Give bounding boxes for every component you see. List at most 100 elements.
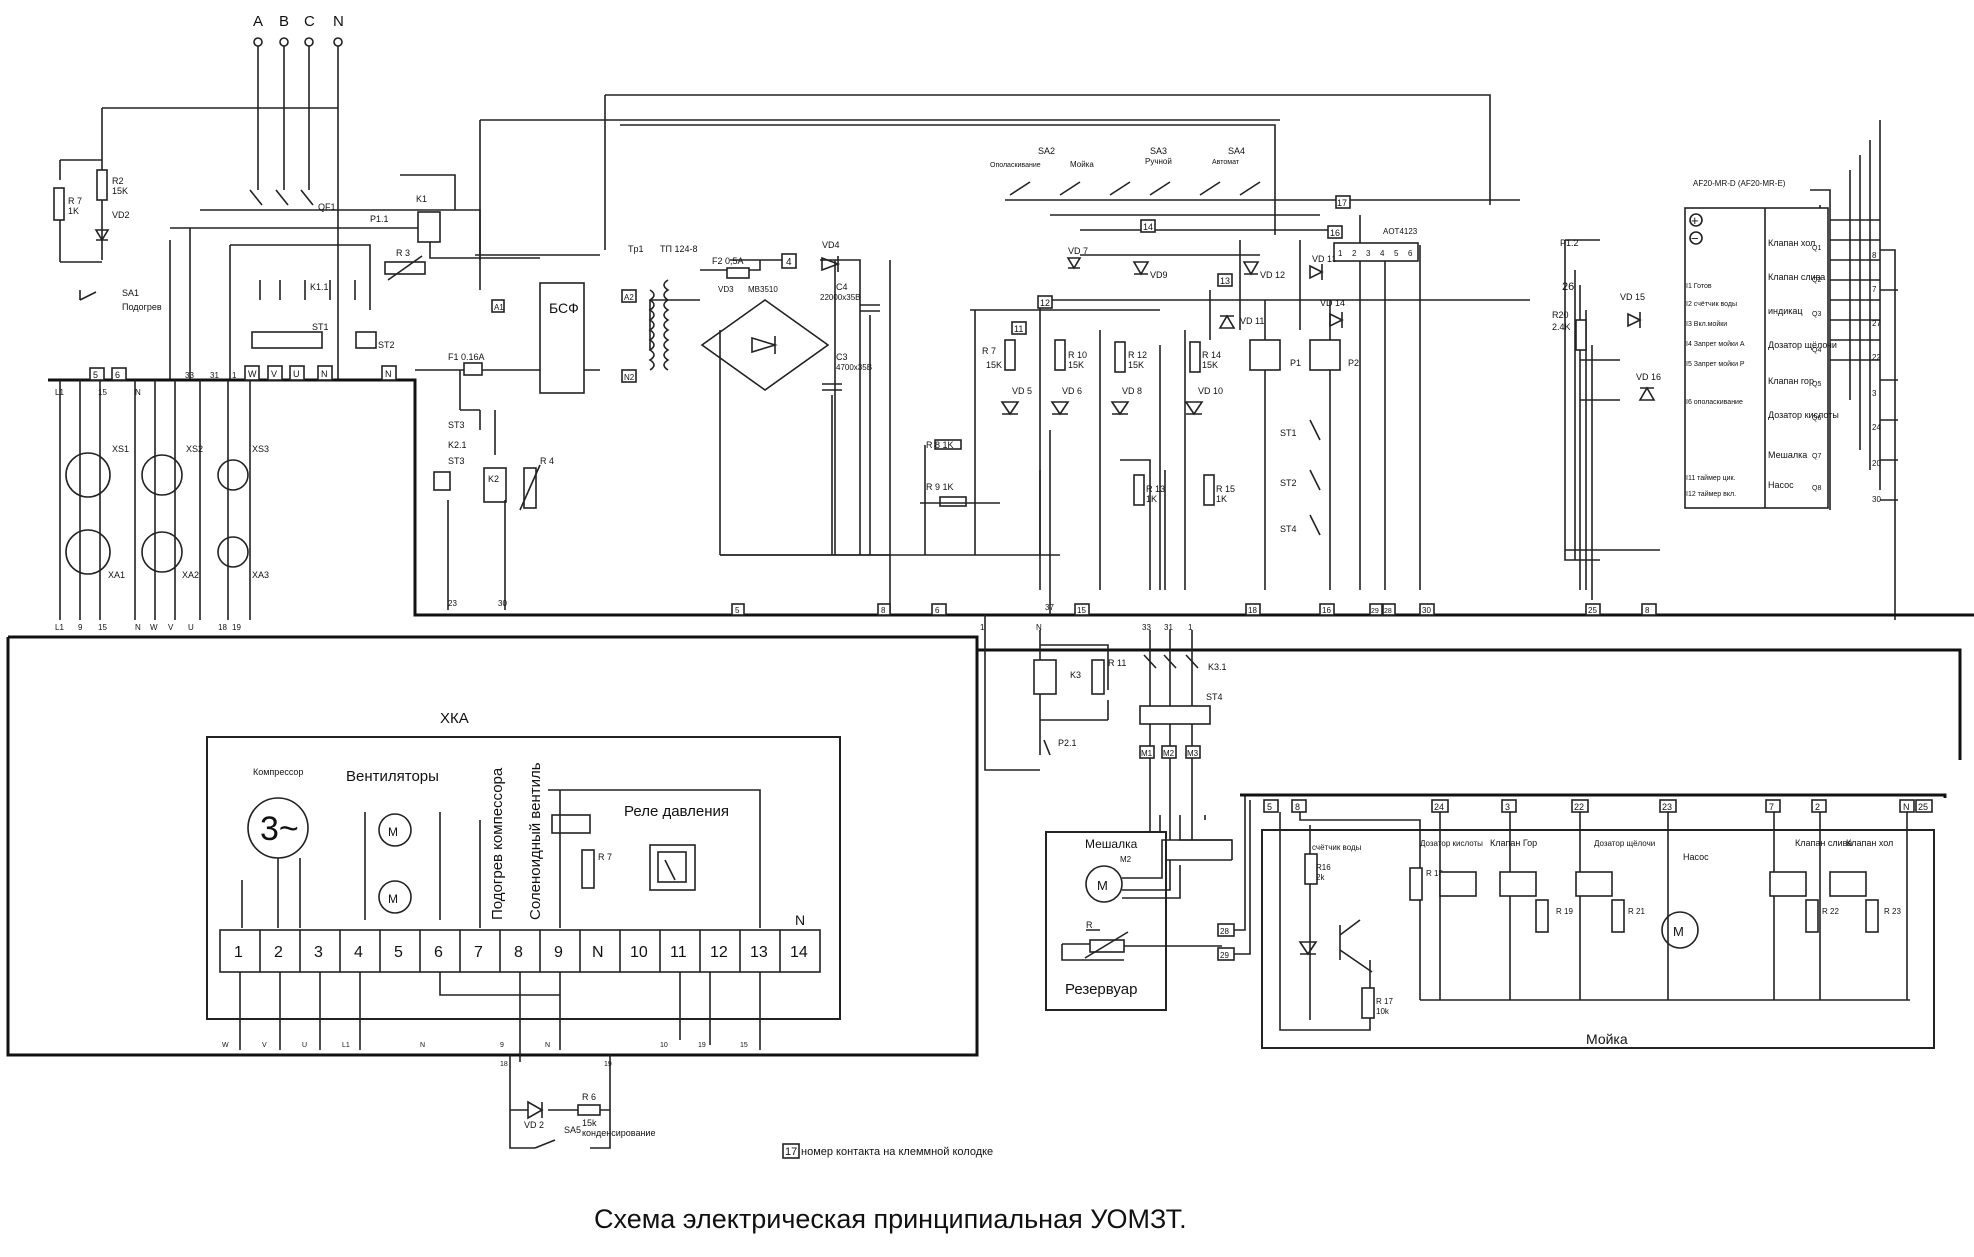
- terminal-3: 3: [314, 944, 323, 961]
- term-box-5: [89, 367, 105, 381]
- r12-value: 15K: [1128, 360, 1144, 370]
- m1-label: M1: [1141, 749, 1153, 758]
- k2-coil: [483, 467, 507, 503]
- aot-pin-1: 1: [1338, 249, 1343, 258]
- fans-label: Вентиляторы: [346, 768, 439, 785]
- aot-pin-6: 6: [1408, 249, 1413, 258]
- plc-label: AF20-MR-D (AF20-MR-E): [1693, 179, 1786, 188]
- sa1-title: Подогрев: [122, 302, 162, 312]
- wash-box-25: [1915, 799, 1933, 813]
- term-box-w-label: W: [248, 369, 257, 379]
- alk-label: Дозатор щёлочи: [1594, 839, 1655, 848]
- vd11-diode-icon: [1218, 314, 1236, 329]
- qf1-breaker-icon: [249, 189, 314, 206]
- st2b-label: ST2: [1280, 478, 1297, 488]
- box-4-label: 4: [786, 257, 792, 268]
- r8-resistor: [934, 439, 962, 450]
- phase-inputs: A B C N: [253, 13, 344, 380]
- r14-resistor: [1189, 341, 1201, 373]
- aot-label: AOT4123: [1383, 227, 1418, 236]
- k1-label: K1: [416, 194, 427, 204]
- box-5b-label: 5: [735, 606, 740, 615]
- mixer-unit: Мешалка M M2 R Резервуар 28 29: [1045, 794, 1260, 1011]
- aot-pin-4: 4: [1380, 249, 1385, 258]
- vd4-diode-icon: [821, 256, 841, 272]
- r14-value: 15K: [1202, 360, 1218, 370]
- term-box-v: [267, 365, 283, 381]
- m3-box: [1185, 745, 1201, 759]
- wash-box-n-label: N: [1903, 802, 1910, 812]
- terminal-5: 5: [394, 944, 403, 961]
- c4-capacitor-icon: [860, 304, 880, 312]
- xs1-label: XS1: [112, 444, 129, 454]
- term-31: 31: [210, 371, 219, 380]
- st3b-label: ST3: [448, 456, 465, 466]
- power-supply: Tp1 ТП 124-8 A2 N2 F2 0,5A VD3 MB3510 4 …: [621, 240, 891, 616]
- r23-label: R 23: [1884, 907, 1901, 916]
- box-16c: [1319, 603, 1335, 616]
- bus-bottom-u: U: [188, 623, 194, 632]
- counter-led-icon: [1298, 941, 1318, 956]
- plc-n4: 22: [1872, 353, 1881, 362]
- r16-resistor: [1304, 853, 1318, 885]
- term-box-u-label: U: [293, 369, 300, 379]
- hka-box: [206, 736, 841, 1020]
- plc-input-i4: I4 Запрет мойки А: [1686, 340, 1745, 348]
- r12-resistor: [1114, 341, 1126, 373]
- wash-box-3-label: 3: [1505, 802, 1510, 812]
- box-8b-label: 8: [881, 606, 886, 615]
- compressor-label: Компрессор: [253, 767, 303, 777]
- sa5-label: SA5: [564, 1125, 581, 1135]
- r2-resistor: [96, 169, 108, 201]
- term-box-u: [289, 365, 305, 381]
- transformer-secondary-icon: [663, 279, 670, 371]
- vd8-label: VD 8: [1122, 386, 1142, 396]
- term-box-n1-label: N: [321, 369, 328, 379]
- p12-label: P1.2: [1560, 238, 1579, 248]
- plc-n2: 7: [1872, 285, 1877, 294]
- r17-resistor: [1361, 987, 1375, 1019]
- term-1b: 1: [980, 623, 985, 632]
- xa2-plug-icon: [141, 531, 183, 573]
- vd2-led-icon: [94, 229, 110, 242]
- pump-motor-icon: [1661, 911, 1699, 949]
- vd12-label: VD 12: [1260, 270, 1285, 280]
- hot-label: Клапан Гор: [1490, 838, 1537, 848]
- wash-box-5: [1263, 799, 1279, 813]
- r23-resistor: [1865, 899, 1879, 933]
- plc-out-1: Клапан хол: [1768, 238, 1815, 248]
- mixer-motor-symbol: M: [1097, 878, 1108, 893]
- r3-label: R 3: [396, 248, 410, 258]
- compressor-symbol: 3~: [260, 810, 299, 848]
- sa2-title: Ополаскивание: [990, 162, 1041, 169]
- vd7-label: VD 7: [1068, 246, 1088, 256]
- f1-label: F1 0.16A: [448, 352, 485, 362]
- transformer-primary-icon: [648, 289, 655, 371]
- acid-label: Дозатор кислоты: [1420, 839, 1483, 848]
- box-4: [781, 253, 797, 269]
- phase-n-terminal-icon: [333, 37, 343, 47]
- qf1-label: QF1: [318, 202, 336, 212]
- drain-coil: [1769, 871, 1807, 897]
- term-box-n1: [317, 365, 333, 381]
- mode-switch-contacts-icon: [1009, 181, 1261, 196]
- box-6c-label: 6: [935, 606, 940, 615]
- vd2b-led-icon: [527, 1100, 544, 1120]
- legend-box: [782, 1143, 800, 1159]
- bus-bottom-v: V: [168, 623, 174, 632]
- box-8c-label: 8: [1645, 606, 1650, 615]
- terminal-11: 11: [670, 944, 687, 961]
- st2-label: ST2: [378, 340, 395, 350]
- sa3-title: Ручной: [1145, 157, 1172, 166]
- bus-top-l1: L1: [55, 388, 64, 397]
- terminal-cells: [259, 930, 781, 972]
- box-25c: [1585, 603, 1601, 616]
- n26-label: 26: [1562, 281, 1574, 293]
- c3-label: C3: [836, 352, 848, 362]
- p1-relay: [1249, 339, 1281, 371]
- cold-label: Клапан хол: [1846, 838, 1893, 848]
- diagram-title: Схема электрическая принципиальная УОМЗТ…: [594, 1204, 1187, 1234]
- plc-input-i5: I5 Запрет мойки Р: [1686, 360, 1745, 368]
- vd7-diode-icon: [1066, 257, 1082, 270]
- c3-value: 4700x35B: [836, 363, 872, 372]
